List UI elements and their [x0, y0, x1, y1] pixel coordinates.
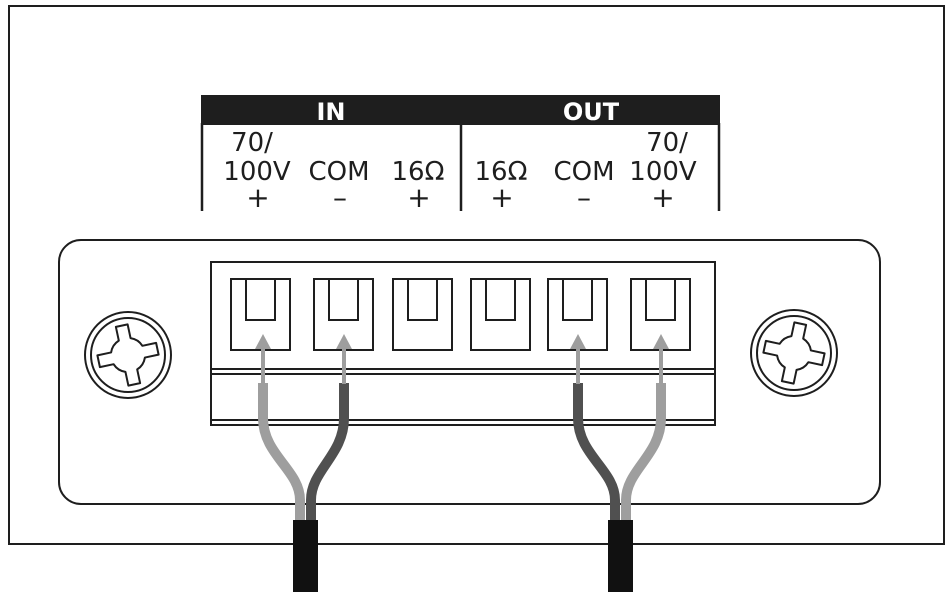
terminal-polarity: +: [651, 181, 674, 214]
arrow-up-icon: [653, 334, 669, 349]
cable-jacket: [608, 520, 633, 592]
terminal-polarity: +: [407, 181, 430, 214]
wire-light: [621, 383, 666, 522]
terminal-label-line1: 70/: [231, 128, 273, 158]
wire-light: [258, 383, 305, 522]
arrow-up-icon: [570, 334, 586, 349]
out-terminal-labels: 16Ω + COM – 70/ 100V +: [475, 128, 697, 214]
terminal-label-line2: COM: [308, 157, 369, 187]
terminal-label-line2: COM: [553, 157, 614, 187]
terminal-slot[interactable]: [470, 278, 531, 351]
terminal-block: [210, 261, 716, 426]
in-terminal-labels: 70/ 100V + COM – 16Ω +: [223, 128, 444, 214]
terminal-label-line2: 100V: [629, 157, 697, 187]
terminal-label-line2: 16Ω: [475, 157, 528, 187]
terminal-polarity: +: [490, 181, 513, 214]
terminal-polarity: –: [577, 181, 591, 214]
out-header-label: OUT: [563, 98, 620, 126]
header-bar-in: [201, 95, 462, 125]
label-header: IN OUT: [200, 95, 721, 211]
in-cable: [255, 334, 352, 592]
terminal-polarity: +: [246, 181, 269, 214]
terminal-label-line2: 16Ω: [392, 157, 445, 187]
arrow-up-icon: [336, 334, 352, 349]
terminal-label-line2: 100V: [223, 157, 291, 187]
screw-head-icon: [750, 309, 838, 397]
in-header-label: IN: [316, 98, 345, 126]
terminal-polarity: –: [333, 181, 347, 214]
terminal-slot[interactable]: [392, 278, 453, 351]
wire-dark: [306, 383, 349, 522]
out-cable: [570, 334, 669, 592]
cable-jacket: [293, 520, 318, 592]
wire-dark: [573, 383, 620, 522]
screw-head-icon: [84, 311, 172, 399]
terminal-slot[interactable]: [230, 278, 291, 351]
header-bar-out: [461, 95, 720, 125]
arrow-up-icon: [255, 334, 271, 349]
terminal-label-line1: 70/: [646, 128, 688, 158]
